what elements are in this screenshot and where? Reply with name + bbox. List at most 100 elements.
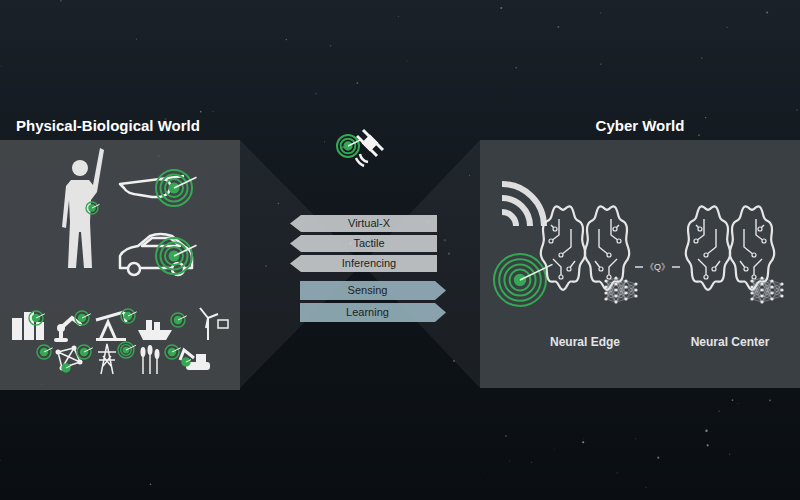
star-field (136, 38, 137, 39)
radar-symbol (182, 358, 191, 366)
industry-icons (72, 346, 77, 351)
neural-net-icon (770, 279, 773, 282)
link-label: 《Q》 (643, 261, 672, 273)
industry-icons (12, 308, 228, 374)
radar-symbol (156, 238, 197, 274)
neural-net-icon (616, 293, 626, 302)
wireless-icon (502, 198, 530, 226)
shape-part (559, 253, 563, 257)
star-field (356, 82, 358, 84)
star-field (553, 448, 555, 450)
industry-icons (155, 349, 160, 359)
star-field (0, 460, 1, 461)
star-field (705, 117, 706, 118)
radar-symbol (29, 311, 45, 325)
satellite-icon (357, 130, 383, 156)
star-field (509, 460, 511, 462)
star-field (330, 156, 332, 158)
star-field (330, 45, 331, 46)
star-field (737, 403, 739, 405)
industry-icons (78, 360, 83, 365)
star-field (60, 0, 62, 2)
star-field (582, 441, 584, 443)
neural-net-icon (760, 294, 763, 297)
shape-part (599, 267, 603, 271)
shape-part (694, 239, 698, 243)
radar-symbol (174, 245, 197, 256)
industry-icons (96, 338, 126, 341)
radar-symbol (84, 348, 93, 352)
star-field (578, 448, 580, 450)
car-icon (128, 263, 140, 275)
industry-icons (141, 347, 146, 357)
radar-symbol (348, 139, 362, 146)
brain-outline (535, 195, 635, 305)
neural-net-icon (604, 291, 607, 294)
radar-symbol (92, 204, 100, 208)
radar-symbol (186, 360, 191, 362)
shape-part (698, 227, 702, 231)
shape-part (300, 281, 446, 300)
neural-net-icon (626, 284, 636, 299)
radar-symbol (66, 366, 71, 368)
neural-net-icon (624, 285, 627, 288)
shape-part (609, 259, 617, 277)
flow-arrow: Virtual-X (290, 215, 437, 232)
world-panel (0, 140, 800, 390)
shape-part (549, 239, 553, 243)
shape-part (756, 219, 764, 241)
radar-symbol (37, 345, 53, 359)
neural-net-icon (634, 288, 637, 291)
star-field (608, 137, 610, 139)
shape-part (712, 267, 716, 271)
star-field (616, 472, 617, 473)
neural-net-icon (624, 297, 627, 300)
star-field (583, 438, 585, 440)
arrow-label: Learning (346, 303, 389, 322)
star-field (698, 134, 700, 136)
star-field (558, 26, 560, 28)
person-figure (62, 148, 104, 268)
node-label: Neural Center (691, 335, 770, 349)
shape-part (290, 235, 437, 252)
industry-icons (56, 350, 61, 355)
neural-net-icon (614, 276, 617, 279)
arrow-label: Tactile (353, 235, 384, 252)
star-field (505, 435, 507, 437)
radar-symbol (172, 348, 181, 352)
brain-outline (680, 195, 780, 305)
neural-net-icon (634, 294, 637, 297)
neural-net-icon (772, 281, 782, 296)
shape-part (585, 206, 629, 289)
neural-net-icon (634, 282, 637, 285)
industry-icons (200, 308, 218, 340)
neural-net-icon (616, 281, 626, 296)
shape-part (762, 239, 766, 243)
radar-symbol (36, 314, 45, 318)
star-field (727, 27, 728, 28)
star-field (63, 53, 65, 55)
star-field (500, 7, 502, 9)
shape-part (704, 253, 708, 257)
shape-part (559, 275, 563, 279)
radar-symbol (337, 135, 362, 157)
industry-icons (98, 344, 116, 374)
neural-net-icon (770, 297, 773, 300)
star-field (212, 110, 214, 112)
neural-net-icon (752, 290, 762, 299)
radar-symbol (86, 202, 100, 214)
shape-part (698, 259, 706, 277)
neural-net-icon (750, 297, 753, 300)
radar-symbol (182, 358, 190, 366)
shape-part (752, 253, 756, 257)
neural-net-icon (770, 291, 773, 294)
star-field (600, 63, 601, 64)
industry-icons (146, 320, 152, 330)
star-field (200, 111, 202, 113)
star-field (705, 429, 707, 431)
radar-symbol (44, 348, 53, 352)
star-field (718, 410, 719, 411)
neural-net-icon (780, 282, 783, 285)
satellite-icon (356, 130, 383, 166)
